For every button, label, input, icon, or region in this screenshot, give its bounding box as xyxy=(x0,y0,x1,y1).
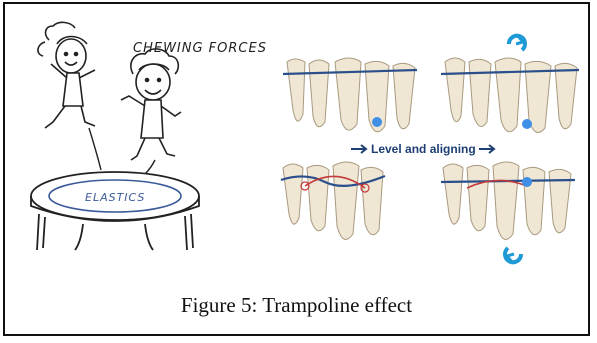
teeth-group-top-right xyxy=(445,58,577,133)
rotate-counterclockwise-icon xyxy=(505,248,521,262)
figure-illustration: CHEWING FORCES xyxy=(5,4,588,274)
elastics-label: ELASTICS xyxy=(85,191,145,204)
teeth-group-top-left xyxy=(287,58,415,132)
girl-figure xyxy=(38,22,95,128)
teeth-group-bottom-right xyxy=(443,162,571,239)
trampoline xyxy=(31,172,199,250)
level-aligning-arrow: Level and aligning xyxy=(351,142,494,156)
teeth-group-bottom-left xyxy=(283,162,383,239)
figure-frame: CHEWING FORCES xyxy=(3,2,590,336)
teeth-diagrams: Level and aligning xyxy=(281,36,579,262)
point-marker-top-right xyxy=(522,119,532,129)
trampoline-scene: CHEWING FORCES xyxy=(31,22,267,250)
point-marker-bottom-right xyxy=(522,177,532,187)
figure-caption: Figure 5: Trampoline effect xyxy=(5,293,588,318)
boy-figure xyxy=(121,49,181,160)
point-marker-top-left xyxy=(372,117,382,127)
level-aligning-label: Level and aligning xyxy=(371,142,476,156)
rotate-clockwise-icon xyxy=(509,36,525,50)
illustration-svg: CHEWING FORCES xyxy=(5,4,588,274)
